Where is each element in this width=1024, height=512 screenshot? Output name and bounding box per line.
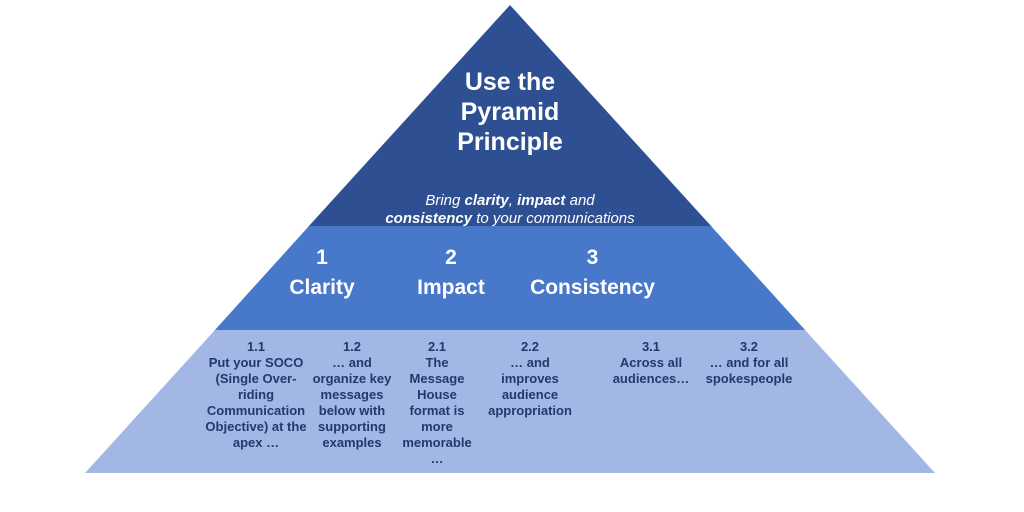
pillar-label: Clarity (289, 276, 355, 299)
pillar-number: 2 (445, 246, 457, 269)
detail-cell-text: Across all audiences… (612, 355, 690, 386)
pyramid-subtitle: Bring clarity, impact and consistency to… (355, 174, 665, 228)
detail-cell-number: 2.2 (520, 339, 540, 354)
detail-cell-text: … and for all spokespeople (705, 355, 793, 386)
pyramid-title: Use the Pyramid Principle (457, 68, 563, 156)
detail-cell-number: 3.2 (739, 339, 759, 354)
detail-cell-number: 3.1 (641, 339, 661, 354)
detail-cell-3-2: 3.2 … and for all spokespeople (688, 339, 810, 387)
pillar-impact: 2 Impact (381, 243, 521, 303)
pillar-label: Impact (417, 276, 485, 299)
detail-cell-text: … and organize key messages below with s… (312, 355, 392, 450)
detail-cell-number: 1.2 (342, 339, 362, 354)
subtitle-keyword-impact: impact (517, 192, 566, 209)
detail-cell-text: … and improves audience appropriation (488, 355, 572, 418)
pillar-consistency: 3 Consistency (510, 243, 675, 303)
detail-cell-2-2: 2.2 … and improves audience appropriatio… (470, 339, 590, 419)
subtitle-text: and (569, 192, 595, 209)
detail-cell-1-2: 1.2 … and organize key messages below wi… (292, 339, 412, 451)
subtitle-text: , (508, 192, 518, 209)
subtitle-text: Bring (425, 192, 465, 209)
subtitle-text: to your communications (472, 210, 635, 227)
detail-cell-text: Put your SOCO (Single Over- riding Commu… (205, 355, 307, 450)
detail-cell-text: The Message House format is more memorab… (402, 355, 472, 466)
detail-cell-number: 2.1 (427, 339, 447, 354)
detail-cell-2-1: 2.1 The Message House format is more mem… (378, 339, 496, 467)
detail-cell-number: 1.1 (246, 339, 266, 354)
pillar-number: 3 (586, 246, 599, 269)
pillar-number: 1 (316, 246, 328, 269)
detail-cell-1-1: 1.1 Put your SOCO (Single Over- riding C… (195, 339, 317, 451)
subtitle-keyword-clarity: clarity (464, 192, 509, 209)
detail-cell-3-1: 3.1 Across all audiences… (590, 339, 712, 387)
subtitle-keyword-consistency: consistency (385, 210, 473, 227)
pillar-label: Consistency (530, 276, 655, 299)
pillar-clarity: 1 Clarity (252, 243, 392, 303)
